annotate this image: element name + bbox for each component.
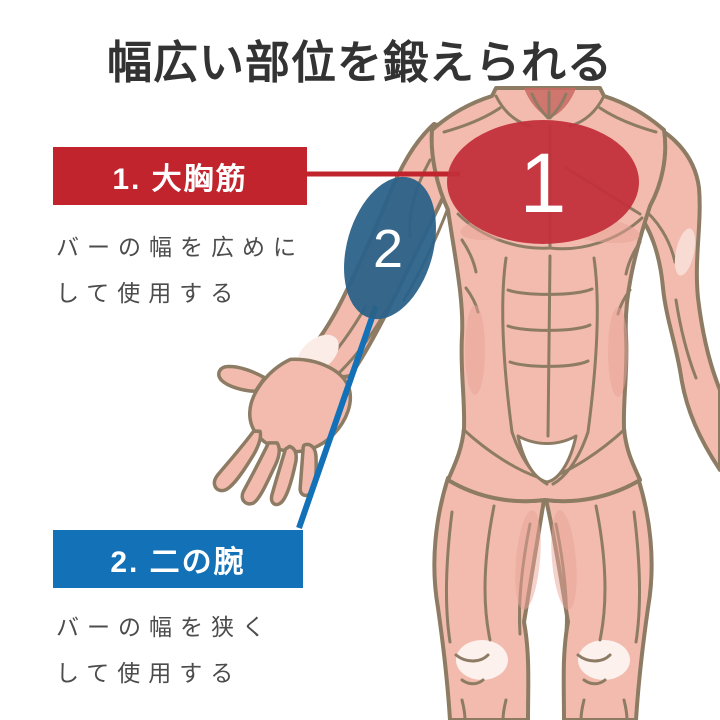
legs (432, 476, 654, 720)
chest-zone (447, 120, 639, 244)
zone2-description-line2: して使用する (56, 660, 242, 686)
arm-zone (344, 176, 436, 320)
page-title: 幅広い部位を鍛えられる (106, 37, 613, 88)
blue-connector-line (296, 305, 379, 529)
arm-zone-number: 2 (373, 219, 403, 279)
zone2-description-line1: バーの幅を狭く (56, 614, 273, 640)
chest-zone-number: 1 (520, 136, 567, 230)
pelvis-highlight (516, 434, 578, 484)
zone1-description-line2: して使用する (56, 280, 242, 306)
zone1-description-line1: バーの幅を広めに (56, 234, 304, 260)
zone2-description: バーの幅を狭く して使用する (56, 604, 273, 696)
zone1-description: バーの幅を広めに して使用する (56, 224, 304, 316)
zone2-label-banner: 2. 二の腕 (53, 530, 303, 588)
zone1-label-banner: 1. 大胸筋 (53, 147, 307, 205)
